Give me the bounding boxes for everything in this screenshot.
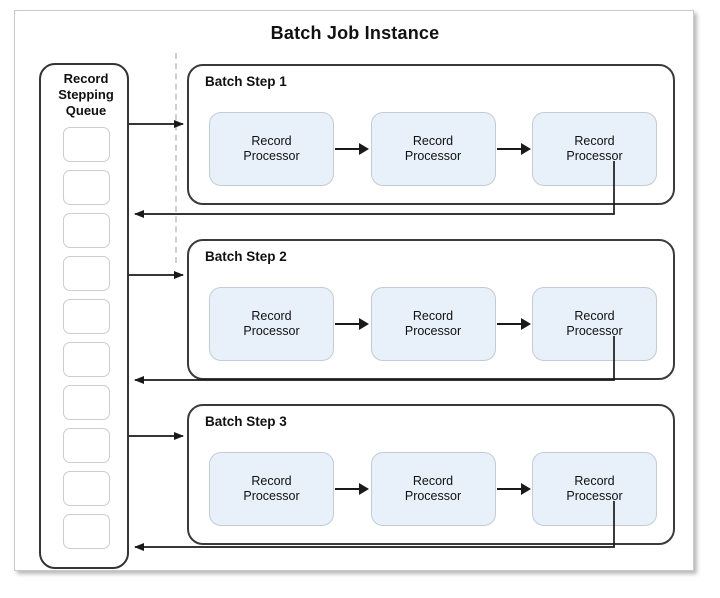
record-processor-line-2: Processor <box>404 324 462 338</box>
page-title: Batch Job Instance <box>270 23 440 43</box>
queue-slot <box>62 385 110 420</box>
record-processor-line-1: Record <box>251 134 292 148</box>
batch-step-3-label: Batch Step 3 <box>205 414 287 429</box>
record-processor-line-2: Processor <box>404 149 462 163</box>
record-processor: Record Processor <box>532 112 657 186</box>
queue-slot <box>62 256 110 291</box>
flow-arrow-icon <box>496 483 531 495</box>
record-processor: Record Processor <box>532 287 657 361</box>
record-processor-line-1: Record <box>574 134 615 148</box>
flow-arrow-icon <box>335 483 370 495</box>
record-processor-line-1: Record <box>251 309 292 323</box>
queue-slot-list <box>41 127 131 567</box>
record-processor-line-2: Processor <box>566 149 623 163</box>
queue-title-line-2: Stepping <box>58 87 114 102</box>
queue-slot <box>62 299 110 334</box>
queue-slot <box>62 127 110 162</box>
record-processor: Record Processor <box>209 287 334 361</box>
record-processor: Record Processor <box>209 112 334 186</box>
batch-step-3-processor-row: Record Processor Record Processor Record… <box>209 446 657 532</box>
record-stepping-queue: Record Stepping Queue <box>39 63 129 569</box>
record-processor-line-2: Processor <box>404 489 462 503</box>
queue-slot <box>62 514 110 549</box>
record-processor-line-2: Processor <box>243 489 300 503</box>
record-processor-line-1: Record <box>251 474 292 488</box>
record-processor-line-1: Record <box>412 309 454 323</box>
record-processor: Record Processor <box>532 452 657 526</box>
record-processor: Record Processor <box>370 452 496 526</box>
diagram-canvas: Batch Job Instance Record Stepping Queue <box>14 10 694 571</box>
record-processor: Record Processor <box>370 287 496 361</box>
record-processor-line-1: Record <box>412 134 454 148</box>
flow-arrow-icon <box>335 143 370 155</box>
batch-step-2-label: Batch Step 2 <box>205 249 287 264</box>
batch-step-2-processor-row: Record Processor Record Processor Record… <box>209 281 657 367</box>
dashed-divider <box>175 53 177 263</box>
queue-slot <box>62 170 110 205</box>
batch-step-2-container: Batch Step 2 Record Processor Record Pro… <box>187 239 675 380</box>
record-processor-line-2: Processor <box>243 324 300 338</box>
flow-arrow-icon <box>335 318 370 330</box>
queue-slot <box>62 471 110 506</box>
queue-title-line-3: Queue <box>65 103 107 118</box>
record-processor-line-1: Record <box>574 474 615 488</box>
batch-step-3-container: Batch Step 3 Record Processor Record Pro… <box>187 404 675 545</box>
batch-step-1-container: Batch Step 1 Record Processor Record Pro… <box>187 64 675 205</box>
record-processor-line-2: Processor <box>243 149 300 163</box>
batch-step-1-label: Batch Step 1 <box>205 74 287 89</box>
flow-arrow-icon <box>496 143 531 155</box>
record-processor: Record Processor <box>370 112 496 186</box>
record-processor-line-2: Processor <box>566 324 623 338</box>
record-processor-line-2: Processor <box>566 489 623 503</box>
queue-slot <box>62 342 110 377</box>
batch-step-1-processor-row: Record Processor Record Processor Record… <box>209 106 657 192</box>
record-processor-line-1: Record <box>412 474 454 488</box>
record-processor-line-1: Record <box>574 309 615 323</box>
flow-arrow-icon <box>496 318 531 330</box>
queue-slot <box>62 213 110 248</box>
record-processor: Record Processor <box>209 452 334 526</box>
queue-title-line-1: Record <box>63 71 109 86</box>
queue-slot <box>62 428 110 463</box>
queue-title: Record Stepping Queue <box>41 71 131 119</box>
